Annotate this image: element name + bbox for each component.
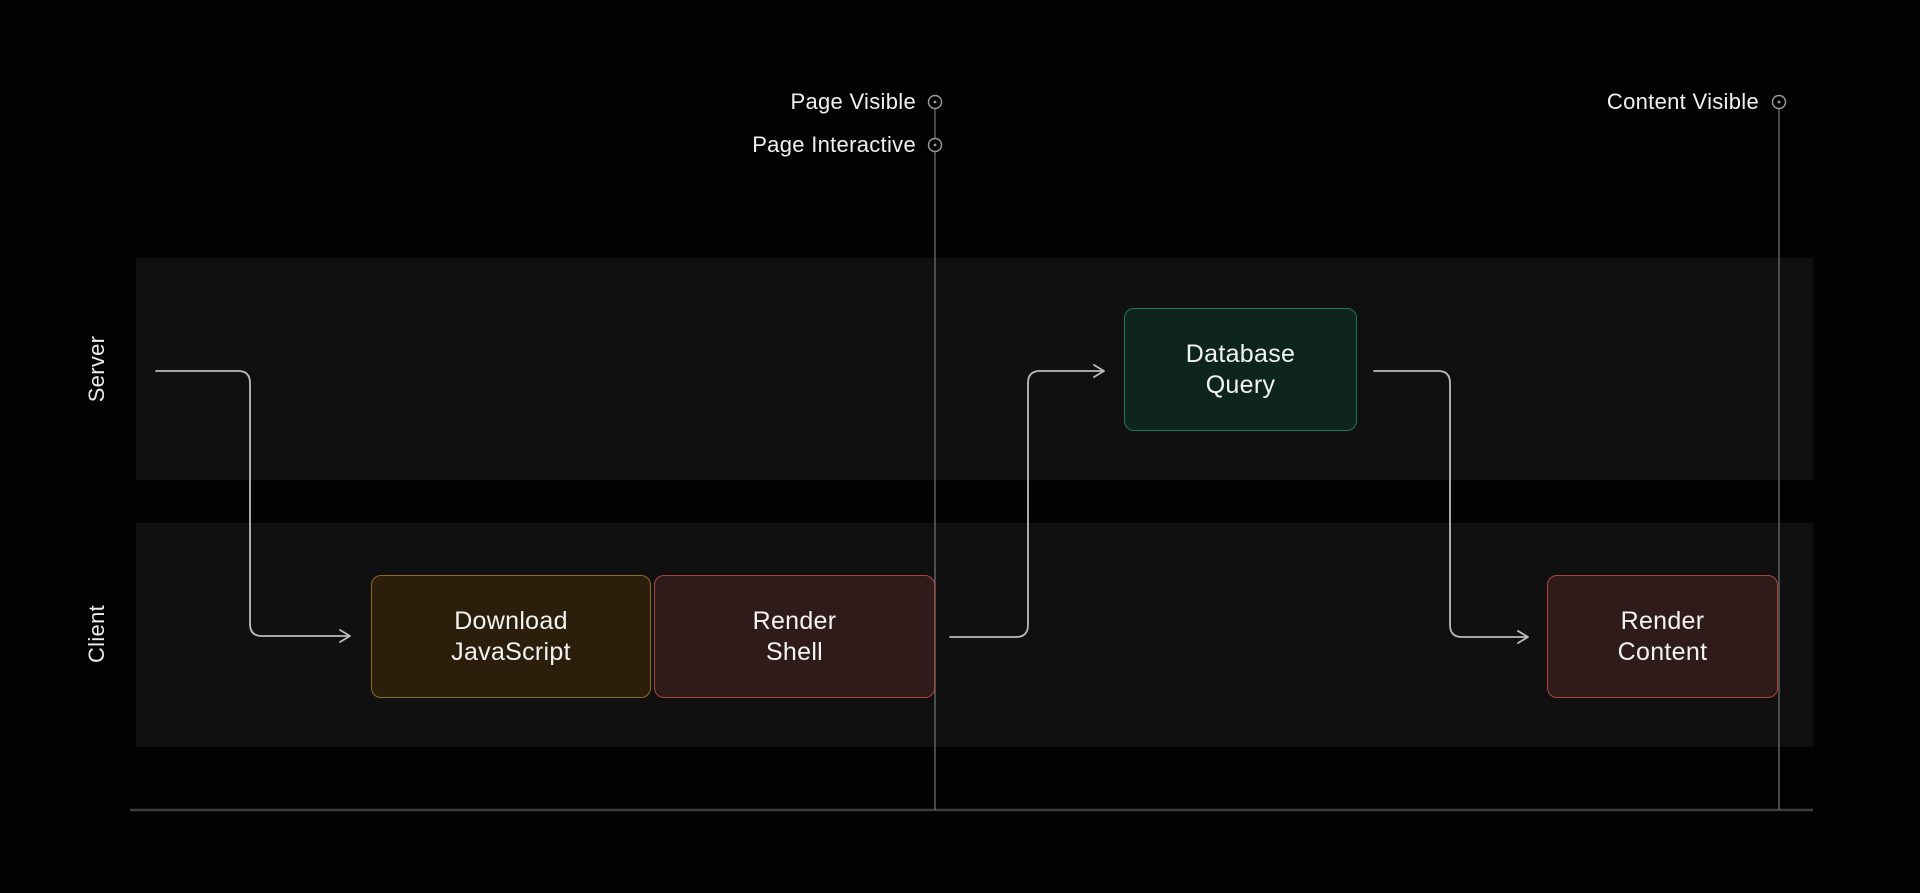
server-lane-label: Server [84, 335, 109, 403]
flow-arrow-render-shell-to-database-query [949, 364, 1105, 638]
download-javascript-box: Download JavaScript [371, 575, 651, 698]
render-shell-box: Render Shell [654, 575, 935, 698]
content-visible-label: Content Visible [1606, 89, 1759, 114]
flow-arrow-start-to-download-javascript [155, 370, 351, 643]
flow-arrow-database-query-to-render-content [1373, 370, 1529, 644]
render-content-box: Render Content [1547, 575, 1778, 698]
server-lane [136, 258, 1813, 480]
database-query-box: Database Query [1124, 308, 1357, 431]
client-lane-label: Client [84, 604, 109, 664]
page-visible-label: Page Visible [790, 89, 916, 114]
page-interactive-label: Page Interactive [752, 132, 916, 157]
page-visible-marker-dot [927, 94, 943, 110]
content-visible-marker-dot [1771, 94, 1787, 110]
page-interactive-marker-dot [927, 137, 943, 153]
